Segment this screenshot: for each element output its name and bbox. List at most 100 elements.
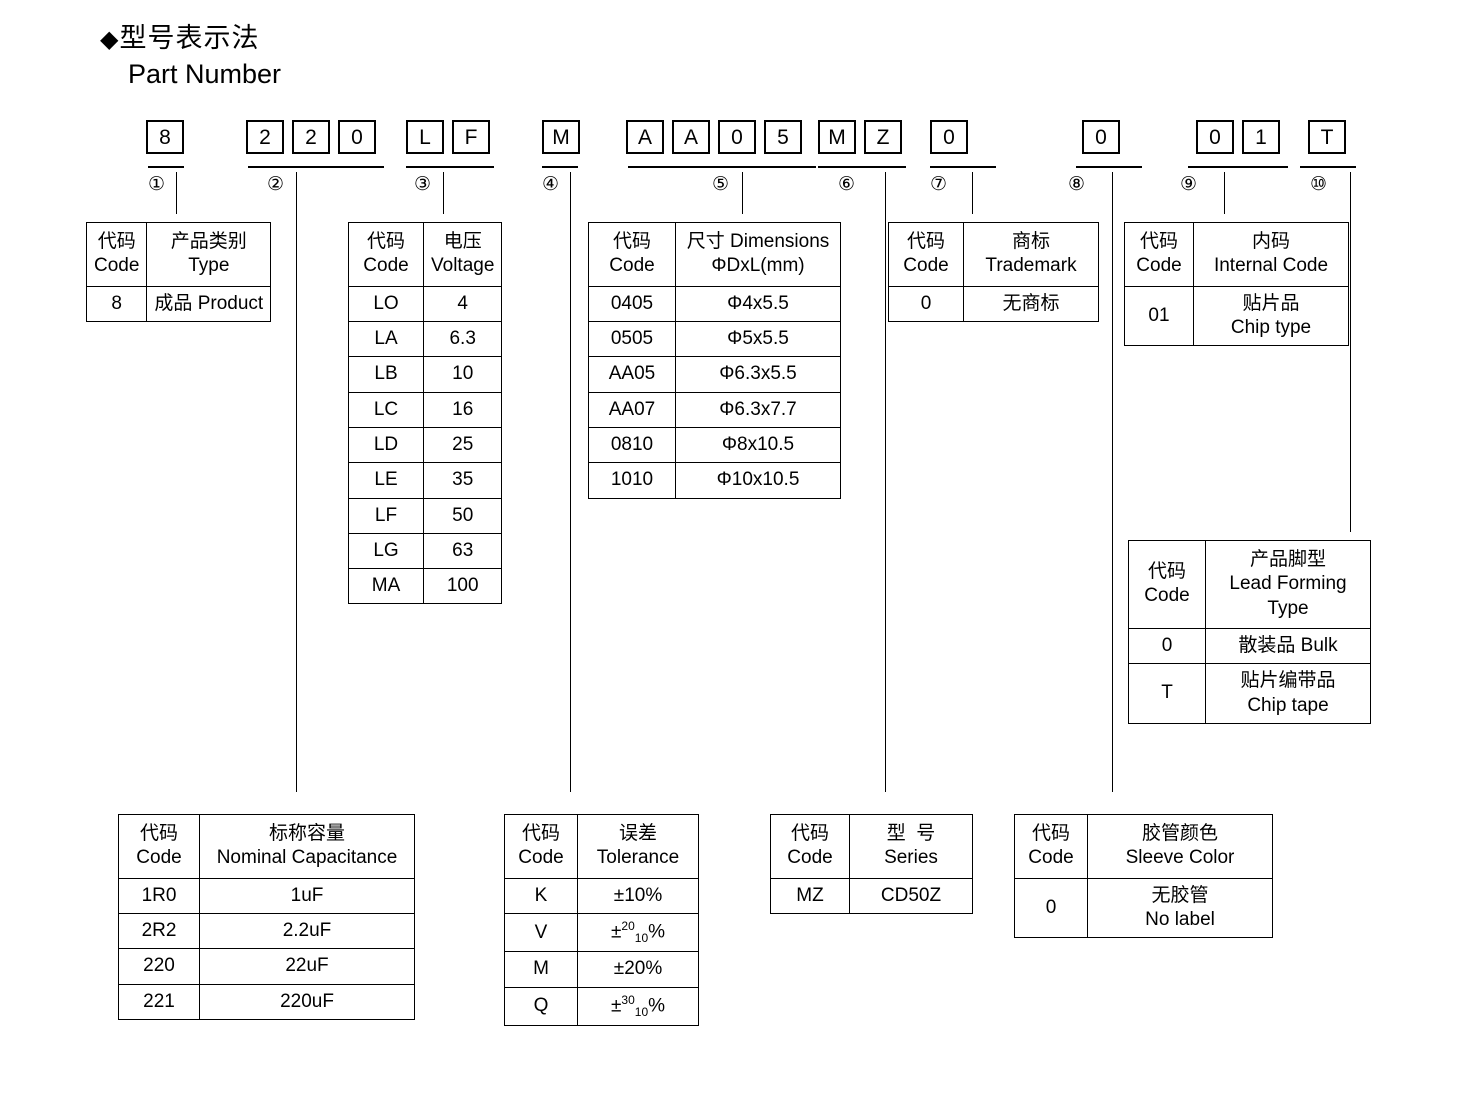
code-char: 5: [764, 120, 802, 154]
leader-line-7: [972, 172, 973, 214]
cell-code: 0: [1128, 627, 1206, 665]
page-title-cn-text: 型号表示法: [119, 23, 260, 53]
cell-value: 贴片编带品 Chip tape: [1205, 663, 1371, 724]
table-sleeve-color: 代码 Code 胶管颜色 Sleeve Color 0 无胶管 No label: [1014, 814, 1273, 939]
cell-value: 6.3: [422, 320, 503, 358]
cell-code: MZ: [770, 877, 850, 914]
table-row: M ±20%: [504, 951, 699, 988]
cell-code: 0505: [588, 320, 676, 358]
part-segment-6: M Z: [818, 120, 902, 154]
table-row: 0 无商标: [888, 285, 1099, 322]
diamond-bullet-icon: ◆: [100, 26, 120, 53]
cell-code: LC: [348, 391, 424, 428]
cell-value: 2.2uF: [199, 912, 415, 950]
header-tolerance: 误差 Tolerance: [577, 814, 699, 879]
cell-value: Φ6.3x7.7: [675, 391, 841, 428]
table-row-header: 代码 Code 型 号 Series: [770, 814, 973, 879]
cell-value: 50: [422, 497, 503, 534]
table-lead-forming: 代码 Code 产品脚型 Lead Forming Type 0 散装品 Bul…: [1128, 540, 1371, 724]
cell-value: 35: [422, 462, 503, 499]
segment-marker-7: ⑦: [930, 174, 948, 195]
header-code: 代码 Code: [588, 222, 676, 287]
cell-code: 8: [85, 285, 148, 322]
cell-value: Φ8x10.5: [675, 426, 841, 464]
cell-value: Φ4x5.5: [675, 285, 841, 322]
cell-code: 0: [888, 285, 964, 322]
table-row-header: 代码 Code 标称容量 Nominal Capacitance: [118, 814, 415, 879]
header-code: 代码 Code: [770, 814, 850, 879]
code-char: 0: [930, 120, 968, 154]
segment-rule-10: [1300, 166, 1356, 168]
cell-code: LD: [348, 426, 424, 464]
code-char: T: [1308, 120, 1346, 154]
cell-value: 成品 Product: [146, 285, 272, 322]
code-char: A: [672, 120, 710, 154]
page-title-en: Part Number: [128, 59, 282, 89]
code-char: M: [818, 120, 856, 154]
table-row-header: 代码 Code 胶管颜色 Sleeve Color: [1014, 814, 1273, 879]
table-row-header: 代码 Code 内码 Internal Code: [1124, 222, 1349, 287]
cell-code: 1010: [588, 462, 676, 499]
part-segment-1: 8: [146, 120, 184, 154]
segment-marker-10: ⑩: [1310, 174, 1328, 195]
table-row-header: 代码 Code 商标 Trademark: [888, 222, 1099, 287]
table-row: Q ±3010%: [504, 986, 699, 1027]
segment-rule-6: [818, 166, 906, 168]
segment-marker-1: ①: [148, 174, 166, 195]
cell-code: 0810: [588, 426, 676, 464]
part-segment-8: 0: [1082, 120, 1120, 154]
header-internal-code: 内码 Internal Code: [1193, 222, 1349, 287]
leader-line-2: [296, 172, 297, 792]
cell-code: AA07: [588, 391, 676, 428]
leader-line-1: [176, 172, 177, 214]
header-code: 代码 Code: [504, 814, 578, 879]
cell-code: 01: [1124, 285, 1194, 347]
code-char: 0: [1196, 120, 1234, 154]
cell-code: AA05: [588, 356, 676, 393]
cell-value: 无胶管 No label: [1087, 877, 1273, 939]
segment-rule-5: [628, 166, 816, 168]
cell-value: 100: [422, 568, 503, 605]
table-row-header: 代码 Code 尺寸 Dimensions ΦDxL(mm): [588, 222, 841, 287]
cell-value: 25: [422, 426, 503, 464]
header-code: 代码 Code: [888, 222, 964, 287]
segment-marker-9: ⑨: [1180, 174, 1198, 195]
segment-rule-9: [1188, 166, 1288, 168]
header-type: 产品类别 Type: [146, 222, 272, 287]
segment-rule-1: [148, 166, 184, 168]
table-row: MZ CD50Z: [770, 877, 973, 914]
code-char: F: [452, 120, 490, 154]
segment-marker-3: ③: [414, 174, 432, 195]
cell-code: T: [1128, 663, 1206, 724]
code-char: 0: [718, 120, 756, 154]
cell-value: Φ5x5.5: [675, 320, 841, 358]
header-code: 代码 Code: [348, 222, 424, 287]
code-char: 8: [146, 120, 184, 154]
header-trademark: 商标 Trademark: [963, 222, 1099, 287]
segment-rule-7: [930, 166, 996, 168]
cell-code: Q: [504, 986, 578, 1027]
header-code: 代码 Code: [85, 222, 148, 287]
table-row: V ±2010%: [504, 912, 699, 953]
cell-code: 220: [118, 948, 200, 985]
code-char: 2: [292, 120, 330, 154]
code-char: Z: [864, 120, 902, 154]
cell-code: K: [504, 877, 578, 914]
table-row: 01 贴片品 Chip type: [1124, 285, 1349, 347]
leader-line-6: [885, 172, 886, 792]
cell-value: CD50Z: [849, 877, 973, 914]
cell-value: Φ6.3x5.5: [675, 356, 841, 393]
segment-marker-4: ④: [542, 174, 560, 195]
cell-value: 1uF: [199, 877, 415, 914]
code-char: 0: [1082, 120, 1120, 154]
table-row: 8 成品 Product: [85, 285, 272, 322]
header-series: 型 号 Series: [849, 814, 973, 879]
